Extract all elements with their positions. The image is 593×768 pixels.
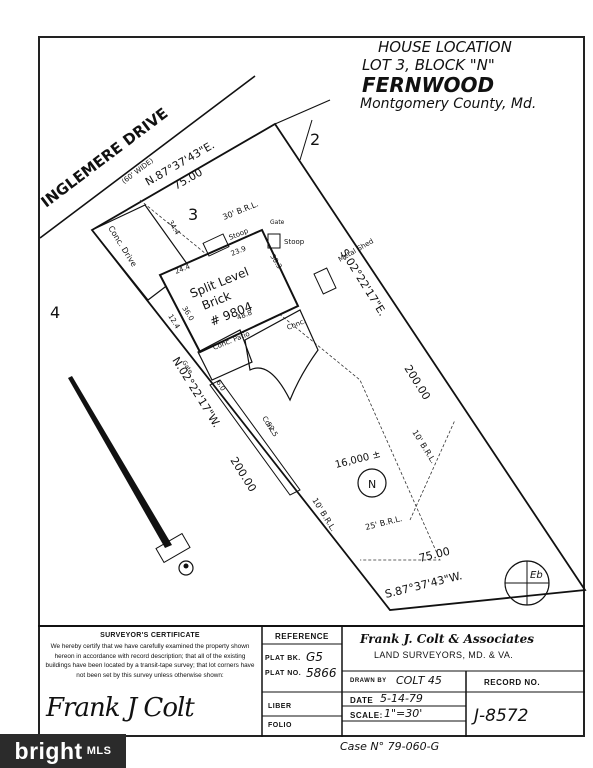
north-arrow-tip: [178, 560, 194, 576]
adjacent-lot-east: 2: [310, 130, 320, 149]
header-line-2: LOT 3, BLOCK "N": [362, 56, 495, 74]
metal-shed-box: [313, 267, 337, 295]
east-distance: 200.00: [401, 363, 432, 403]
header-subdivision: FERNWOOD: [362, 73, 494, 97]
north-arrow-box: [155, 532, 191, 564]
watermark-text: bright: [14, 737, 83, 764]
date-value: 5-14-79: [380, 692, 423, 705]
conc-label: Conc.: [286, 317, 307, 332]
stoop-box-1: [202, 233, 230, 257]
dim-6-0: 6.0: [214, 379, 227, 393]
fence-strip: [209, 379, 301, 496]
bright-mls-watermark: bright MLS: [0, 734, 126, 768]
plat-no-value: 5866: [306, 666, 337, 680]
certificate-title: SURVEYOR'S CERTIFICATE: [100, 632, 200, 639]
corner-mark: Eb: [530, 570, 543, 581]
concrete-walk: [244, 309, 319, 402]
north-arrow-dot: [183, 563, 189, 569]
south-distance: 75.00: [418, 545, 452, 565]
north-circle: [357, 468, 387, 498]
drawn-by-value: COLT 45: [396, 674, 442, 687]
firm-name: Frank J. Colt & Associates: [360, 632, 534, 646]
stoop-box-2: [267, 233, 281, 249]
rear-brl-line: [409, 419, 456, 521]
case-number: Case N° 79-060-G: [340, 740, 440, 753]
dim-34-4: 34.4: [166, 219, 181, 237]
front-brl: 30' B.R.L.: [221, 199, 259, 221]
lot-area: 16,000 ±: [334, 449, 382, 471]
adjacent-lot-west: 4: [50, 303, 60, 322]
patio-outline: [197, 329, 253, 381]
header-line-1: HOUSE LOCATION: [378, 38, 512, 56]
liber-label: LIBER: [268, 703, 292, 710]
north-arrow-shaft: [68, 376, 172, 548]
surveyor-signature: Frank J Colt: [46, 693, 195, 723]
scale-value: 1"=30': [384, 707, 423, 720]
record-no-value: J-8572: [474, 706, 529, 726]
certificate-body: We hereby certify that we have carefully…: [45, 643, 255, 679]
watermark-mls: MLS: [86, 745, 112, 757]
drawn-by-label: DRAWN BY: [350, 678, 387, 684]
lot-boundary: [90, 122, 587, 611]
plat-bk-label: PLAT BK.: [265, 655, 301, 662]
rear-brl: 25' B.R.L.: [364, 514, 403, 532]
west-distance: 200.00: [227, 455, 258, 495]
record-no-label: RECORD NO.: [484, 678, 541, 687]
plat-no-label: PLAT NO.: [265, 670, 302, 677]
lot-number: 3: [188, 205, 198, 224]
adjacent-lot-line-east: [274, 99, 331, 125]
reference-title: REFERENCE: [275, 632, 329, 641]
street-edge-line: [39, 75, 256, 239]
stoop-label-2: Stoop: [284, 238, 305, 246]
firm-subtitle: LAND SURVEYORS, MD. & VA.: [374, 650, 514, 660]
plat-border: [38, 36, 585, 737]
north-symbol: N: [368, 478, 376, 491]
folio-label: FOLIO: [268, 722, 292, 729]
header-county: Montgomery County, Md.: [360, 96, 536, 112]
date-label: DATE: [350, 696, 374, 705]
gate-label-1: Gate: [270, 219, 285, 226]
lot-line-marker: [299, 119, 313, 161]
scale-label: SCALE:: [350, 711, 383, 720]
south-bearing: S.87°37'43"W.: [384, 569, 464, 601]
dim-52-5: 52.5: [264, 421, 279, 438]
side-brl-east: 10' B.R.L.: [410, 428, 438, 465]
driveway-label: Conc. Drive: [106, 224, 138, 268]
plat-bk-value: G5: [306, 650, 323, 664]
